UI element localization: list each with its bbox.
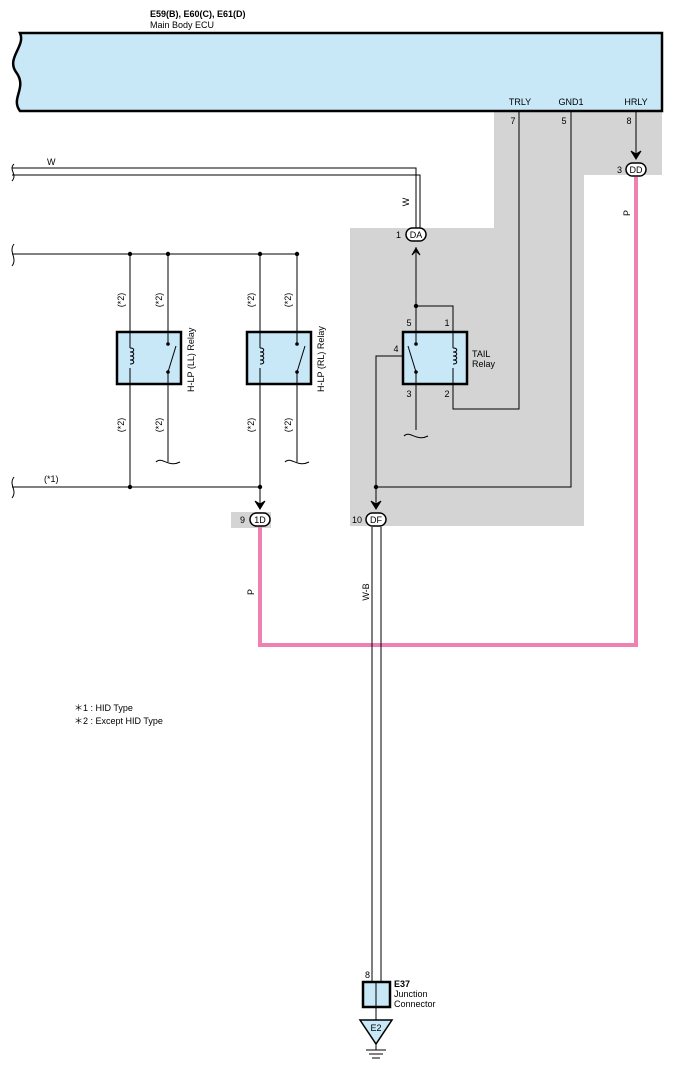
connector-1d-pin: 9 (240, 515, 245, 525)
marker-ll-bottom-right: (*2) (154, 418, 164, 433)
connector-1d-id: 1D (254, 515, 266, 525)
terminal-gnd1-pin: 5 (561, 116, 566, 126)
junction-connector-e37: 8 E37 Junction Connector (361, 970, 436, 1020)
marker-rl-bottom-right: (*2) (283, 418, 293, 433)
connector-df: DF 10 (352, 512, 387, 527)
tail-pin-3: 3 (406, 389, 411, 399)
terminal-hrly-name: HRLY (624, 97, 647, 107)
connector-dd-pin: 3 (617, 165, 622, 175)
connector-1d: 1D 9 (240, 512, 271, 527)
tail-pin-2: 2 (444, 389, 449, 399)
tail-relay-label-1: TAIL (472, 349, 490, 359)
terminal-gnd1-name: GND1 (558, 97, 583, 107)
terminal-trly-pin: 7 (510, 116, 515, 126)
marker-hid-type: (*1) (44, 474, 59, 484)
terminal-hrly-pin: 8 (626, 116, 631, 126)
wire-w-vertical: W (401, 197, 411, 206)
junction-line2: Connector (394, 999, 436, 1009)
connector-da: DA 1 (396, 227, 427, 242)
tail-relay-label-2: Relay (472, 359, 496, 369)
junction-line1: Junction (394, 989, 428, 999)
shaded-region (231, 111, 662, 528)
wire-break-marks (11, 163, 429, 499)
pink-wire (258, 177, 638, 647)
main-body-ecu: E59(B), E60(C), E61(D) Main Body ECU TRL… (12, 9, 664, 126)
marker-ll-top-right: (*2) (154, 293, 164, 308)
marker-rl-top-left: (*2) (246, 293, 256, 308)
h-lp-ll-relay: H-LP (LL) Relay (115, 327, 196, 392)
wire-p-left: P (246, 589, 256, 595)
h-lp-rl-relay-label: H-LP (RL) Relay (316, 326, 326, 392)
connector-arrows (254, 150, 642, 510)
h-lp-rl-relay: H-LP (RL) Relay (245, 326, 326, 392)
thin-wires (12, 111, 637, 505)
junction-pin: 8 (365, 970, 370, 980)
ground-code: E2 (370, 1023, 381, 1033)
ground-e2: E2 (358, 1019, 394, 1059)
h-lp-ll-relay-label: H-LP (LL) Relay (186, 327, 196, 392)
junction-code: E37 (394, 979, 410, 989)
legend-note-2: ＊2 : Except HID Type (74, 716, 163, 726)
wire-color-labels: W W P P W-B (47, 157, 632, 601)
ecu-codes: E59(B), E60(C), E61(D) (150, 9, 246, 19)
variant-markers: (*2) (*2) (*2) (*2) (*2) (*2) (*2) (*2) … (44, 293, 293, 484)
tail-pin-5: 5 (406, 318, 411, 328)
wire-wb: W-B (361, 583, 371, 600)
marker-rl-top-right: (*2) (283, 293, 293, 308)
tail-pin-4: 4 (393, 344, 398, 354)
junction-dots (127, 251, 419, 490)
connector-df-pin: 10 (352, 515, 362, 525)
wire-w-horizontal: W (47, 157, 56, 167)
legend-note-1: ＊1 : HID Type (74, 703, 133, 713)
marker-rl-bottom-left: (*2) (246, 418, 256, 433)
tail-relay: TAIL Relay 5 1 4 3 2 (393, 318, 495, 399)
connector-dd: DD 3 (617, 162, 647, 177)
connector-df-id: DF (370, 515, 382, 525)
tail-pin-1: 1 (444, 318, 449, 328)
marker-ll-top-left: (*2) (116, 293, 126, 308)
connector-dd-id: DD (630, 165, 643, 175)
connector-da-id: DA (410, 230, 423, 240)
wire-p-right: P (622, 210, 632, 216)
wb-wire (371, 527, 382, 982)
terminal-trly-name: TRLY (509, 97, 531, 107)
marker-ll-bottom-left: (*2) (116, 418, 126, 433)
legend: ＊1 : HID Type ＊2 : Except HID Type (74, 703, 163, 726)
connector-da-pin: 1 (396, 230, 401, 240)
ecu-name: Main Body ECU (150, 20, 214, 30)
